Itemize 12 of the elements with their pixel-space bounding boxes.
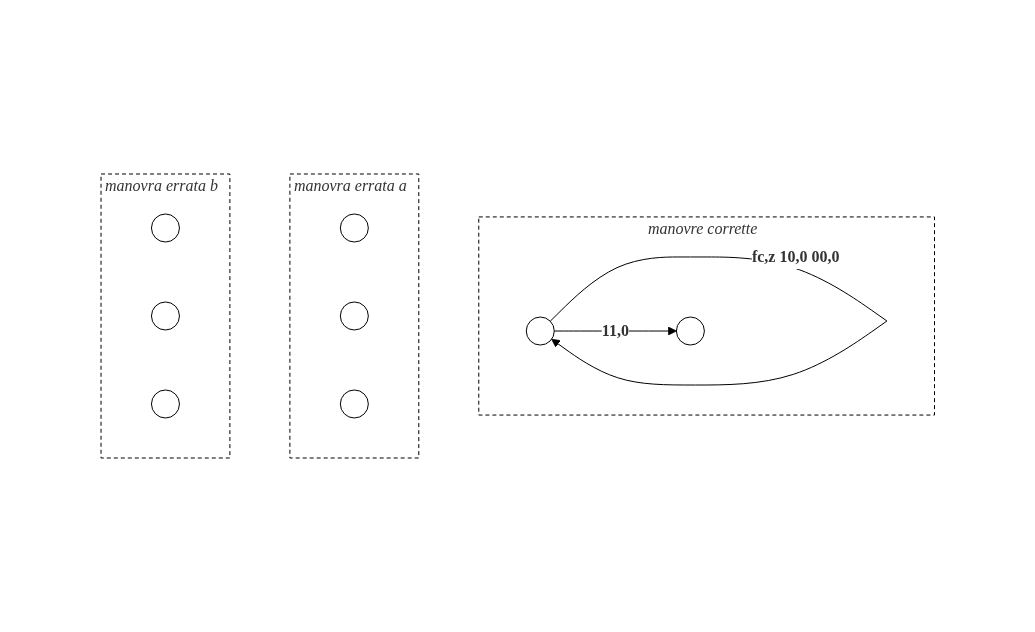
node-circle — [150, 301, 180, 331]
node-circle — [525, 316, 555, 346]
node-circle — [339, 389, 369, 419]
node-circle — [339, 301, 369, 331]
node-circle — [675, 316, 705, 346]
node-circle — [150, 389, 180, 419]
cluster: manovra errata b — [100, 173, 231, 459]
edge-label: fc,z 10,0 00,0 — [751, 247, 840, 265]
node-circle — [339, 213, 369, 243]
cluster: manovra errata a — [289, 173, 419, 459]
node-circle — [150, 213, 180, 243]
edge-label: 11,0 — [601, 322, 629, 340]
